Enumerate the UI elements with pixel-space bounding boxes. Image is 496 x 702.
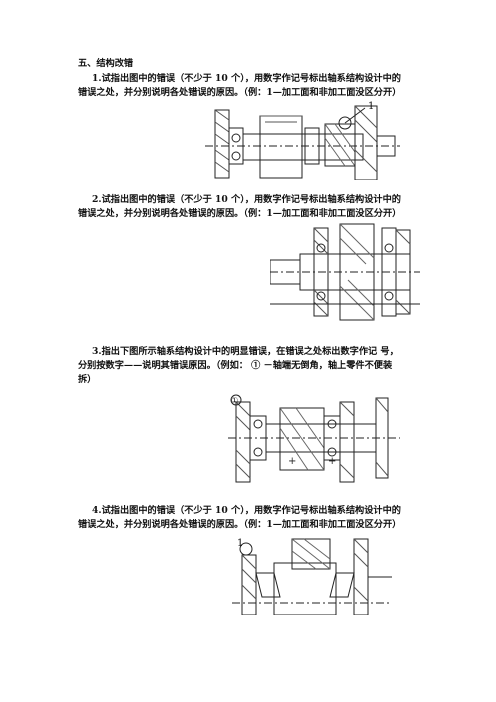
q3-callout-circle — [230, 394, 242, 406]
q3-figure: + + — [228, 388, 400, 488]
q2-text-line2: 错误之处，并分别说明各处错误的原因。（例：1—加工面和非加工面没区分开） — [78, 208, 402, 219]
q1-text-line2: 错误之处，并分别说明各处错误的原因。（例：1—加工面和非加工面没区分开） — [78, 87, 402, 98]
q3-text-line1: 3.指出下图所示轴系结构设计中的明显错误，在错误之处标出数字作记 号， — [92, 346, 399, 357]
section-title: 五、结构改错 — [78, 58, 134, 69]
q3-text-line3: 拆） — [78, 374, 97, 385]
q1-text-line1: 1.试指出图中的错误（不少于 10 个），用数字作记号标出轴系结构设计中的 — [92, 73, 401, 84]
q4-callout-label: 1 — [237, 538, 244, 549]
q4-text-line1: 4.试指出图中的错误（不少于 10 个），用数字作记号标出轴系结构设计中的 — [92, 505, 401, 516]
q1-figure — [205, 98, 400, 180]
q4-figure — [232, 533, 392, 615]
q1-callout-label: 1 — [368, 101, 375, 112]
q4-callout-circle — [239, 542, 253, 556]
q4-text-line2: 错误之处，并分别说明各处错误的原因。（例：1—加工面和非加工面没区分开） — [78, 519, 402, 530]
q3-text-line2: 分别按数字——说明其错误原因。（例如： ① －轴端无倒角，轴上零件不便装 — [78, 360, 393, 371]
q3-callout-label: ① — [231, 396, 239, 405]
q1-callout-circle — [338, 116, 352, 130]
q2-figure — [270, 220, 420, 325]
svg-text:+: + — [288, 456, 296, 467]
svg-text:+: + — [328, 456, 336, 467]
q2-text-line1: 2.试指出图中的错误（不少于 10 个），用数字作记号标出轴系结构设计中的 — [92, 194, 401, 205]
